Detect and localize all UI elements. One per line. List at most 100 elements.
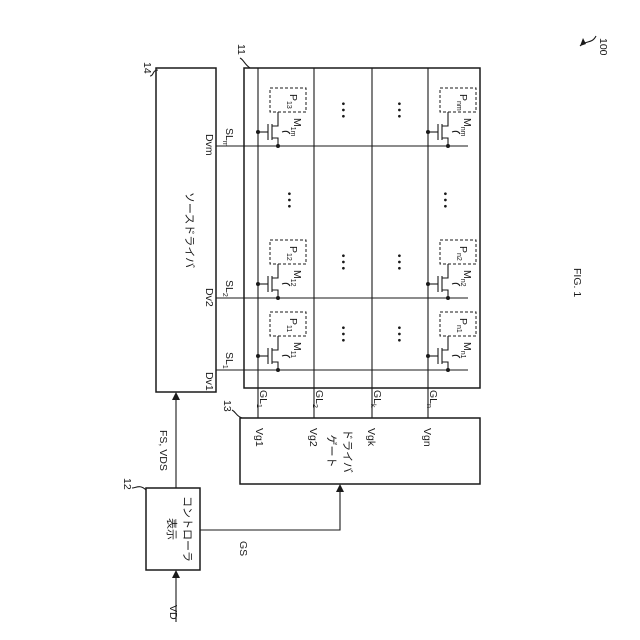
junction-dot [446,144,450,148]
pixel-array-ref: 11 [235,44,247,55]
gate-line-label-gl2-sub: 2 [311,404,318,408]
pixel-label-base: P [457,246,469,253]
transistor-drain-lead [272,336,278,350]
transistor-leader [452,283,460,286]
ellipsis-marker: • • • [393,254,404,271]
pixel-cell-12: P12M12 [256,240,306,300]
ellipsis-marker: • • • [283,192,294,209]
transistor-label-sub: 11 [289,351,296,358]
gate-junction-dot [426,282,430,286]
pixel-label: Pn2 [455,246,469,261]
source-line-label-sl2-base: SL [223,280,235,293]
gate-line-label-gl1-base: GL [257,390,269,404]
source-line-label-sl2: SL2 [221,280,235,297]
transistor-drain-lead [272,112,278,126]
figure-ref-number: 100 [597,38,609,56]
transistor-label: M12 [289,270,303,287]
source-output-dv1: Dv1 [203,372,215,391]
transistor-leader [452,355,460,358]
pixel-label: P12 [285,246,299,261]
gate-line-label-glk-sub: k [369,404,376,408]
fs-vds-arrow-icon [172,392,180,400]
source-driver-label: ソースドライバ [183,192,196,268]
junction-dot [276,144,280,148]
figure-caption: FIG. 1 [571,268,583,297]
gate-line-label-glk: GLk [369,390,383,408]
controller-ref: 12 [121,478,133,490]
pixel-label: Pn1 [455,318,469,333]
gs-label: GS [237,541,249,556]
gate-line-label-gl1-sub: 1 [255,404,262,408]
source-line-label-sl1-base: SL [223,352,235,365]
junction-dot [446,296,450,300]
transistor-label-base: M [291,118,303,127]
pixel-label-sub: n2 [455,253,462,261]
ellipsis-marker: • • • [439,192,450,209]
gate-driver-label-line2: ドライバ [341,429,354,473]
gate-junction-dot [426,130,430,134]
gate-output-vgk: Vgk [365,428,377,447]
source-driver-block: ソースドライバ 14 [141,62,216,392]
gate-junction-dot [256,282,260,286]
transistor-leader [282,131,290,134]
ellipsis-marker: • • • [393,326,404,343]
ellipsis-marker: • • • [337,254,348,271]
pixel-label-sub: nm [455,101,462,111]
ellipsis-marker: • • • [337,326,348,343]
controller-label-line1: 表示 [165,518,179,540]
gate-line-label-gln-base: GL [427,390,439,404]
gate-driver-ref-leader [232,410,242,418]
pixel-label-base: P [287,94,299,101]
gate-driver-ref: 13 [221,400,233,412]
gate-output-vgn: Vgn [421,428,433,447]
gate-junction-dot [256,354,260,358]
transistor-leader [282,355,290,358]
pixel-label-sub: 13 [285,101,292,109]
transistor-drain-lead [442,336,448,350]
transistor-label: Mnm [459,118,473,137]
gate-line-label-gl1: GL1 [255,390,269,408]
source-output-dv2: Dv2 [203,288,215,307]
transistor-label-sub: nm [459,127,466,137]
transistor-label: Mn2 [459,270,473,287]
gate-driver-label-line1: ゲート [325,435,338,468]
figure-ref-100: 100 [580,36,609,56]
transistor-label: Mn1 [459,342,473,359]
vd-arrow-icon [172,570,180,578]
source-driver-ref: 14 [141,62,153,74]
transistor-label-base: M [461,342,473,351]
vd-label: VD [167,605,179,620]
pixel-label-sub: 11 [285,325,292,332]
gate-line-label-gl2: GL2 [311,390,325,408]
ellipsis-marker: • • • [393,102,404,119]
pixel-array-box [244,68,480,388]
junction-dot [446,368,450,372]
transistor-label-sub: n1 [459,351,466,359]
pixel-label: P11 [285,318,299,332]
gs-line [200,488,340,530]
gs-arrow-icon [336,484,344,492]
transistor-label-base: M [291,270,303,279]
source-line-label-sl1-sub: 1 [221,365,228,369]
source-line-label-slm: SLm [221,128,235,147]
ref-arrow-icon [580,38,586,46]
transistor-drain-lead [272,264,278,278]
transistor-label-base: M [291,342,303,351]
controller-block: 表示 コントローラ 12 [121,478,200,570]
pixel-cell-13: P13M1m [256,88,306,148]
gate-line-label-gl2-base: GL [313,390,325,404]
pixel-label-base: P [457,318,469,325]
transistor-label-base: M [461,118,473,127]
gate-output-vg2: Vg2 [307,428,319,447]
pixel-label-sub: 12 [285,253,292,261]
transistor-label-sub: 1m [289,127,296,137]
gate-line-label-gln-sub: n [425,404,432,408]
transistor-label: M1m [289,118,303,137]
transistor-label-sub: n2 [459,279,466,287]
transistor-leader [452,131,460,134]
pixel-cell-n2: Pn2Mn2 [426,240,476,300]
gate-line-label-gln: GLn [425,390,439,408]
source-line-label-sl1: SL1 [221,352,235,369]
pixel-label-base: P [287,318,299,325]
